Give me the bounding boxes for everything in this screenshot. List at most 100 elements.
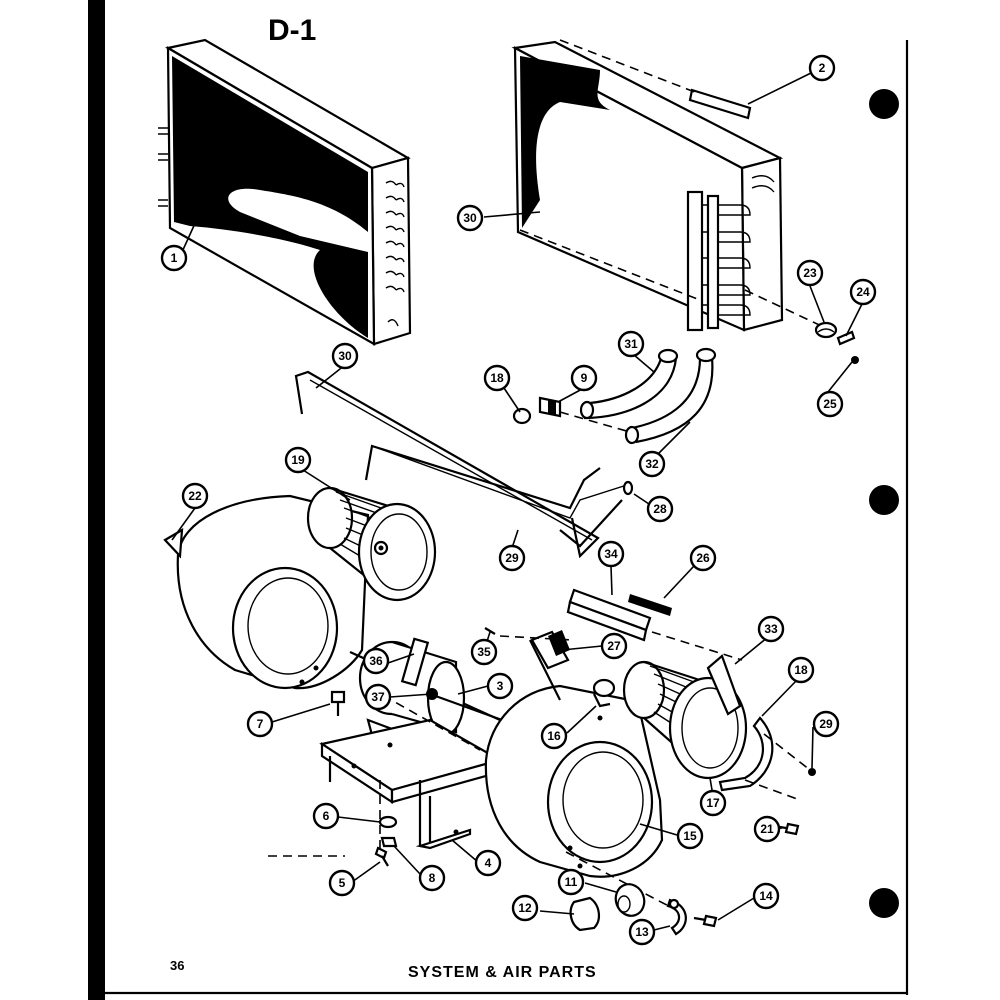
callout-37: 37 [364, 683, 392, 711]
svg-text:17: 17 [706, 796, 720, 810]
suction-tube [364, 444, 601, 510]
alignment-line [763, 733, 811, 771]
mounting-clip [592, 678, 616, 721]
callout-22: 22 [181, 482, 209, 510]
rail-clip [628, 594, 672, 616]
svg-text:28: 28 [653, 502, 667, 516]
callout-23: 23 [796, 259, 824, 287]
motor-base [319, 718, 503, 850]
svg-text:3: 3 [497, 679, 504, 693]
bearing [614, 883, 646, 917]
svg-text:5: 5 [339, 876, 346, 890]
hole-punch-middle [869, 485, 899, 515]
svg-text:26: 26 [696, 551, 710, 565]
callout-15: 15 [676, 822, 704, 850]
callout-31: 31 [617, 330, 645, 358]
screw-head [808, 768, 816, 776]
spring-clip-assembly [814, 321, 859, 364]
svg-text:13: 13 [635, 925, 649, 939]
svg-text:18: 18 [794, 663, 808, 677]
callout-21: 21 [753, 815, 781, 843]
callout-24: 24 [849, 278, 877, 306]
svg-text:19: 19 [291, 453, 305, 467]
svg-text:4: 4 [485, 856, 492, 870]
right-blower-housing [484, 684, 664, 878]
svg-text:29: 29 [819, 717, 833, 731]
bearing-cap [569, 896, 600, 932]
svg-text:29: 29 [505, 551, 519, 565]
svg-text:35: 35 [477, 645, 491, 659]
svg-text:16: 16 [547, 729, 561, 743]
alignment-line [559, 411, 631, 433]
suction-tube-2 [377, 447, 631, 519]
tube-fitting [622, 480, 634, 496]
evaporator-coil [511, 40, 784, 332]
callout-18-right: 18 [787, 656, 815, 684]
svg-text:27: 27 [607, 639, 621, 653]
callout-36: 36 [362, 647, 390, 675]
callout-11: 11 [557, 868, 585, 896]
alignment-line [651, 631, 743, 661]
callout-25: 25 [816, 390, 844, 418]
svg-text:21: 21 [760, 822, 774, 836]
support-bracket [530, 630, 570, 670]
hole-punch-bottom [869, 888, 899, 918]
callout-19-left: 19 [284, 446, 312, 474]
callout-29-screw: 29 [812, 710, 840, 738]
svg-text:36: 36 [369, 654, 383, 668]
condenser-coil [158, 38, 412, 346]
svg-text:24: 24 [856, 285, 870, 299]
footer-caption: SYSTEM & AIR PARTS [408, 964, 597, 981]
capillary-tube [294, 370, 600, 559]
callout-5: 5 [328, 869, 356, 897]
svg-text:34: 34 [604, 547, 618, 561]
cutoff-plate [706, 654, 742, 716]
callout-4: 4 [474, 849, 502, 877]
callout-35: 35 [470, 638, 498, 666]
svg-text:12: 12 [518, 901, 532, 915]
hole-punch-top [869, 89, 899, 119]
drain-fitting [512, 396, 562, 425]
callout-3: 3 [486, 672, 514, 700]
callout-6: 6 [312, 802, 340, 830]
page-number: 36 [170, 958, 184, 973]
callout-1: 1 [160, 244, 188, 272]
callout-12: 12 [511, 894, 539, 922]
svg-text:9: 9 [581, 371, 588, 385]
svg-text:31: 31 [624, 337, 638, 351]
callout-30-tube: 30 [331, 342, 359, 370]
mounting-screw [374, 846, 389, 867]
channel-rail [566, 588, 652, 642]
left-blower-wheel [306, 486, 437, 602]
callout-17: 17 [699, 789, 727, 817]
callout-7: 7 [246, 710, 274, 738]
callout-2: 2 [808, 54, 836, 82]
svg-text:1: 1 [171, 251, 178, 265]
svg-text:14: 14 [759, 889, 773, 903]
page-title: D-1 [268, 14, 316, 47]
svg-text:37: 37 [371, 690, 385, 704]
screw [330, 690, 346, 716]
svg-text:6: 6 [323, 809, 330, 823]
svg-text:33: 33 [764, 622, 778, 636]
callout-18-top: 18 [483, 364, 511, 392]
drain-hoses [579, 347, 717, 445]
callout-27: 27 [600, 632, 628, 660]
svg-text:32: 32 [645, 457, 659, 471]
svg-text:2: 2 [819, 61, 826, 75]
svg-text:25: 25 [823, 397, 837, 411]
svg-text:30: 30 [463, 211, 477, 225]
callout-8: 8 [418, 864, 446, 892]
alignment-line [559, 39, 701, 95]
alignment-line [744, 779, 801, 801]
callout-9: 9 [570, 364, 598, 392]
capillary-tube-inner [309, 379, 593, 541]
svg-text:7: 7 [257, 717, 264, 731]
svg-text:22: 22 [188, 489, 202, 503]
callout-30: 30 [456, 204, 484, 232]
callout-14: 14 [752, 882, 780, 910]
binder-edge [88, 0, 105, 1000]
alignment-line [499, 635, 573, 641]
svg-text:8: 8 [429, 871, 436, 885]
